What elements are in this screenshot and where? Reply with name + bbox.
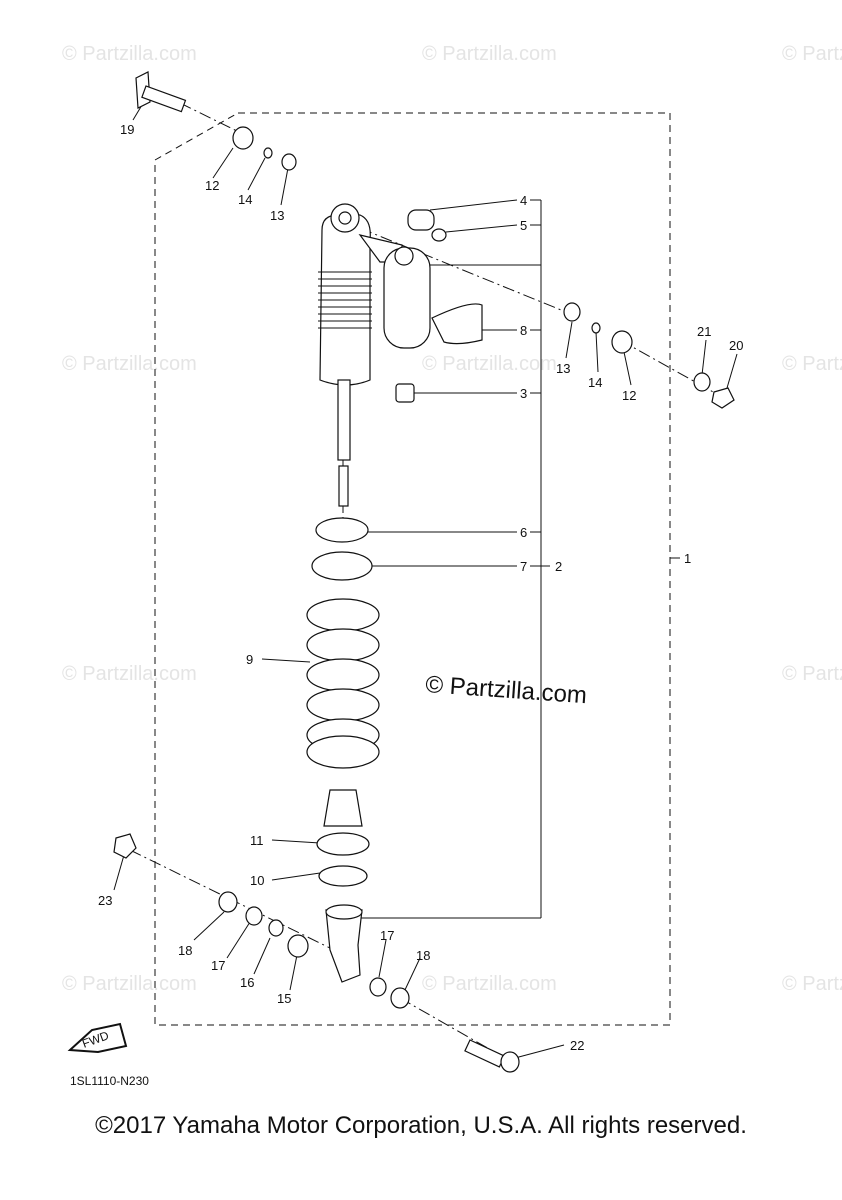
adjuster-ring <box>311 551 373 581</box>
watermark-layer: © Partzilla.com © Partzilla.com © Partzi… <box>62 43 842 995</box>
callout-19: 19 <box>120 122 134 137</box>
callout-labels: 19 12 14 13 4 5 8 3 6 7 2 1 13 14 12 21 … <box>98 122 743 1053</box>
watermark-text: © Partzilla.com <box>62 663 197 685</box>
bump-rubber <box>323 789 363 827</box>
callout-5: 5 <box>520 218 527 233</box>
callout-8: 8 <box>520 323 527 338</box>
lower-mount-hardware <box>113 833 520 1073</box>
spring-seat <box>318 865 368 887</box>
callout-21: 21 <box>697 324 711 339</box>
callout-17: 17 <box>380 928 394 943</box>
body-threads <box>318 271 372 329</box>
bracket-lines <box>352 199 680 919</box>
watermark-text: © Partzilla.com <box>782 353 842 375</box>
callout-18: 18 <box>416 948 430 963</box>
callout-14: 14 <box>238 192 252 207</box>
shock-absorber-body <box>318 203 431 507</box>
watermark-text: © Partzilla.com <box>422 973 557 995</box>
watermark-text: © Partzilla.com <box>782 43 842 65</box>
callout-2: 2 <box>555 559 562 574</box>
forward-direction-arrow: FWD <box>67 1022 128 1054</box>
callout-14: 14 <box>588 375 602 390</box>
copyright-notice: ©2017 Yamaha Motor Corporation, U.S.A. A… <box>95 1112 747 1139</box>
coil-spring <box>306 598 380 769</box>
callout-12: 12 <box>622 388 636 403</box>
upper-mount-hardware <box>135 71 735 409</box>
watermark-text: © Partzilla.com <box>782 973 842 995</box>
assembly-boundary <box>154 112 671 1026</box>
lower-eye <box>325 909 363 983</box>
seal-ring <box>431 228 447 242</box>
watermark-text: © Partzilla.com <box>62 973 197 995</box>
watermark-text: © Partzilla.com <box>62 43 197 65</box>
callout-22: 22 <box>570 1038 584 1053</box>
callout-3: 3 <box>520 386 527 401</box>
watermark-text: © Partzilla.com <box>422 353 557 375</box>
callout-10: 10 <box>250 873 264 888</box>
callout-4: 4 <box>520 193 527 208</box>
bushing <box>407 209 435 231</box>
watermark-text: © Partzilla.com <box>422 43 557 65</box>
watermark-text: © Partzilla.com <box>62 353 197 375</box>
spring-guide <box>316 832 370 856</box>
callout-13: 13 <box>270 208 284 223</box>
callout-9: 9 <box>246 652 253 667</box>
callout-15: 15 <box>277 991 291 1006</box>
callout-23: 23 <box>98 893 112 908</box>
lock-ring <box>315 517 369 543</box>
reservoir-clamp <box>431 303 483 345</box>
valve-cap <box>395 383 415 403</box>
callout-12: 12 <box>205 178 219 193</box>
callout-6: 6 <box>520 525 527 540</box>
callout-7: 7 <box>520 559 527 574</box>
callout-17: 17 <box>211 958 225 973</box>
callout-11: 11 <box>250 833 264 848</box>
axis-lines <box>129 102 725 1059</box>
diagram-code: 1SL1110-N230 <box>70 1074 149 1088</box>
leader-lines <box>113 99 738 1059</box>
callout-18: 18 <box>178 943 192 958</box>
callout-1: 1 <box>684 551 691 566</box>
callout-20: 20 <box>729 338 743 353</box>
watermark-text: © Partzilla.com <box>782 663 842 685</box>
center-watermark: © Partzilla.com <box>425 671 588 709</box>
callout-13: 13 <box>556 361 570 376</box>
callout-16: 16 <box>240 975 254 990</box>
